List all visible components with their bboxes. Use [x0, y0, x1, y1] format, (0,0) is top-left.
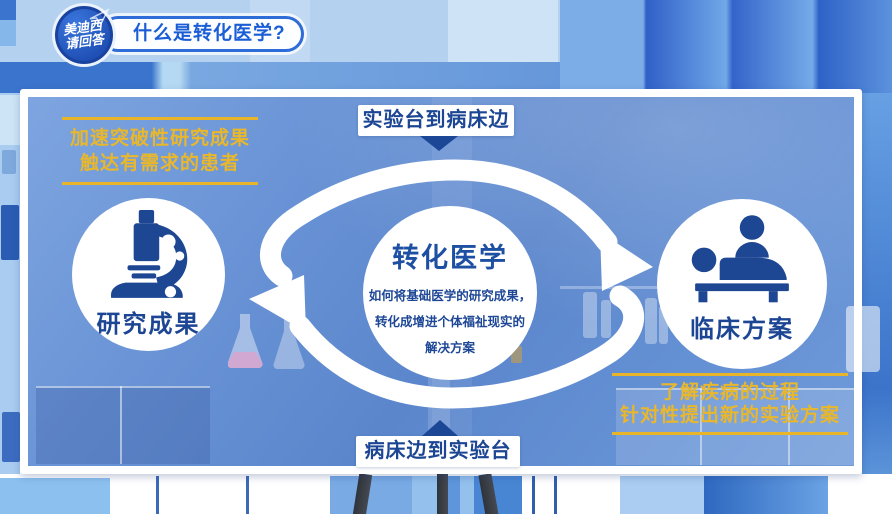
callout-line: 针对性提出新的实验方案 — [619, 405, 840, 426]
question-pill: 什么是转化医学? — [100, 16, 304, 52]
paper-plane-icon — [89, 8, 110, 26]
decor-bottle — [2, 150, 16, 174]
arrow-bottom-curve — [289, 285, 645, 409]
decor-amber-bottle — [511, 346, 522, 363]
description-line: 解决方案 — [424, 341, 475, 355]
decor-bottle — [583, 292, 597, 338]
decor-block — [0, 20, 16, 46]
decor-block — [0, 0, 16, 20]
decor-table-leg — [554, 476, 557, 514]
patient-bed-icon — [691, 215, 789, 303]
decor-bottle — [1, 205, 19, 260]
background-left-shelf — [0, 93, 20, 474]
node-clinical-solutions: 临床方案 — [657, 199, 827, 369]
decor-block — [448, 0, 558, 62]
description-line: 如何将基础医学的研究成果， — [368, 289, 532, 303]
arrow-down-icon — [420, 136, 458, 151]
decor-table-leg — [156, 476, 159, 514]
easel-leg-center — [437, 474, 448, 514]
decor-line — [700, 388, 702, 465]
decor-bottle — [2, 412, 20, 462]
decor-bottle — [601, 300, 611, 338]
decor-bottle — [645, 298, 657, 344]
decor-cabinet-left — [36, 386, 210, 464]
decor-block — [0, 95, 20, 145]
flow-label-bench-to-bedside: 实验台到病床边 — [358, 105, 514, 136]
decor-bottle — [659, 306, 668, 344]
arrow-top-curve — [260, 159, 618, 287]
decor-line — [36, 386, 210, 388]
node-translational-medicine: 转化医学 如何将基础医学的研究成果， 转化成增进个体福祉现实的 解决方案 — [363, 206, 537, 380]
decor-block — [0, 478, 110, 514]
arrow-left-head — [249, 275, 306, 332]
decor-line — [788, 388, 790, 465]
center-title: 转化医学 — [392, 243, 508, 273]
background-right-wall — [862, 93, 892, 514]
microscope-icon — [110, 210, 187, 298]
decor-block — [704, 476, 828, 514]
callout-line: 触达有需求的患者 — [79, 153, 240, 174]
callout-line: 了解疾病的过程 — [659, 382, 800, 403]
center-description: 如何将基础医学的研究成果， 转化成增进个体福祉现实的 解决方案 — [363, 283, 537, 361]
arrow-right-head — [600, 232, 653, 291]
decor-table-leg — [246, 476, 249, 514]
brand-line: 请回答 — [64, 31, 106, 52]
callout-understand-disease: 了解疾病的过程 针对性提出新的实验方案 — [612, 373, 848, 435]
flask-icons — [228, 314, 305, 370]
decor-marker-tray — [846, 306, 880, 372]
decor-line — [120, 386, 122, 464]
node-research-results: 研究成果 — [72, 198, 225, 351]
background-mid-band — [0, 62, 562, 93]
decor-table-leg — [532, 476, 535, 514]
arrow-up-icon — [422, 420, 458, 436]
node-label: 临床方案 — [690, 316, 794, 343]
decor-cabinet-right — [616, 388, 854, 465]
decor-line — [616, 388, 854, 390]
node-label: 研究成果 — [96, 311, 201, 338]
description-line: 转化成增进个体福祉现实的 — [374, 315, 525, 329]
background-cabinet-doors — [560, 0, 892, 93]
callout-line: 加速突破性研究成果 — [69, 128, 250, 149]
flow-label-bedside-to-bench: 病床边到实验台 — [356, 436, 520, 467]
decor-block — [448, 476, 460, 514]
callout-accelerate-research: 加速突破性研究成果 触达有需求的患者 — [62, 117, 258, 185]
decor-block — [620, 476, 704, 514]
